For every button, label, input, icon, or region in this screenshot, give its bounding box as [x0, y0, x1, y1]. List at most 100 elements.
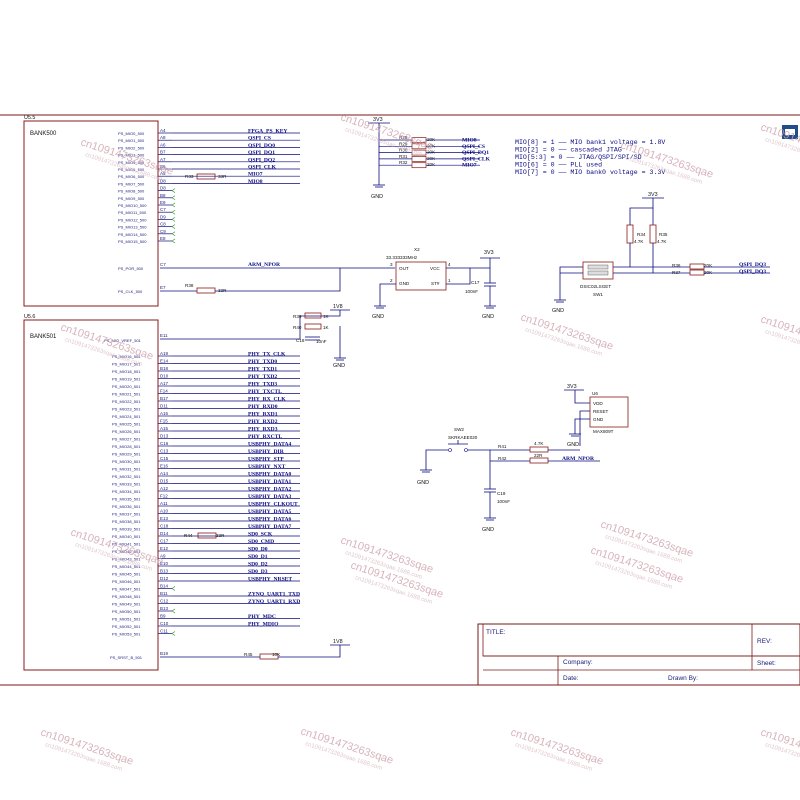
c17-ref: C17 [471, 280, 480, 285]
bank500-pin-name: PS_MIO15_500 [118, 239, 147, 244]
rail-1v8-b: 1V8 [333, 639, 343, 645]
x2-vcc: VCC [430, 266, 440, 271]
bank501-pin-num: A11 [160, 501, 168, 506]
bank500-net-label: MIO7 [248, 172, 263, 178]
boot-resistor-val: 20K [427, 137, 436, 142]
r33-ref: R33 [185, 174, 194, 179]
bank501-pin-num: D14 [160, 531, 169, 536]
bank501-net-label: USBPHY_DATA7 [248, 524, 292, 530]
r40-val: 1K [323, 325, 330, 330]
bank501-pin-num: F12 [160, 494, 168, 499]
bank501-net-label: SD0_D2 [248, 562, 268, 568]
arm-npor-net-label: ARM_NPOR [248, 262, 281, 268]
bank501-net-label: USBPHY_STP [248, 457, 284, 463]
bank501-net-label: SD0_SCK [248, 532, 273, 538]
u5-top-bank: BANK500 [30, 131, 57, 137]
bank501-pin-name: PS_MIO53_501 [112, 632, 141, 637]
bank501-net-labels: PHY_TX_CLKPHY_TXD0PHY_TXD1PHY_TXD2PHY_TX… [171, 352, 300, 636]
srst-pullup: R45 10K 1V8 [160, 639, 350, 660]
bank501-pin-num: B17 [160, 396, 169, 401]
bank500-pin-name: PS_MIO3_500 [118, 153, 145, 158]
bank500-net-label: MIO8 [248, 179, 263, 185]
r34-val: 4.7K [634, 239, 644, 244]
no-connect-mark [171, 209, 176, 215]
title-label: TITLE: [486, 629, 506, 636]
x2-out: OUT [399, 266, 409, 271]
date-label: Date: [563, 675, 579, 682]
bank501-pin-num: C18 [160, 524, 169, 529]
bank501-pin-name: PS_MIO30_501 [112, 459, 141, 464]
x2-pin3: 3 [390, 262, 393, 267]
c19-ref: C19 [497, 491, 506, 496]
bank501-net-label: USBPHY_NRSET [248, 577, 292, 583]
bank500-net-label: QSPI_CS [248, 136, 271, 142]
bank500-net-label: FPGA_PS_KEY [248, 129, 287, 135]
r33-resistor: R33 33R [185, 173, 227, 180]
u5-bank500-body [23, 120, 159, 307]
bank501-pin-num: E12 [160, 546, 169, 551]
bank500-pin-name: PS_MIO6_500 [118, 174, 145, 179]
bank501-pin-num: A10 [160, 509, 169, 514]
bank501-pin-name: PS_MIO52_501 [112, 624, 141, 629]
bank501-net-label: PHY_TXD2 [248, 374, 277, 380]
gnd-boot: GND [371, 194, 383, 200]
gnd-u6: GND [567, 442, 579, 448]
boot-net-label: MIO8 [462, 138, 477, 144]
bank500-net-label: QSPI_DQ0 [248, 143, 275, 149]
c18-val: 10nF [316, 339, 327, 344]
vref-pin-name: PS_MIO_VREF_501 [104, 338, 142, 343]
bank501-pin-name: PS_MIO26_501 [112, 429, 141, 434]
bank500-pin-name: PS_MIO11_500 [118, 210, 147, 215]
bank500-pin-num: C9 [160, 229, 166, 234]
bank500-pin-num: D9 [160, 214, 166, 219]
no-connect-mark [171, 188, 176, 193]
bank501-pin-name: PS_MIO17_501 [112, 362, 141, 367]
sw1-net-a: QSPI_DQ3 [739, 262, 766, 268]
r38-ref: R38 [185, 283, 194, 288]
bank501-pin-name: PS_MIO42_501 [112, 549, 141, 554]
bank500-pin-num: C8 [160, 222, 166, 227]
boot-resistor-ref: R32 [399, 160, 408, 165]
bank501-net-label: SD0_D1 [248, 554, 268, 560]
bank501-net-label: PHY_TXD0 [248, 359, 277, 365]
no-connect-mark [171, 224, 176, 229]
bank501-net-label: SD0_D0 [248, 547, 268, 553]
bank500-pin-name: PS_MIO7_500 [118, 181, 145, 186]
boot-mode-notes: MIO[8] = 1 —— MIO bank1 voltage = 1.8VMI… [515, 139, 665, 176]
bank501-pin-num: D15 [160, 479, 169, 484]
r44-resistor: R44 33R [184, 532, 225, 539]
bank501-pin-name: PS_MIO16_501 [112, 354, 141, 359]
bank501-pin-num: A12 [160, 486, 169, 491]
bank501-pin-num: B13 [160, 606, 169, 611]
reset-net-label: ARM_NPOR [562, 456, 595, 462]
bank501-pin-num: A17 [160, 381, 169, 386]
boot-resistor-val: 20K [427, 143, 436, 148]
bank501-pin-name: PS_MIO40_501 [112, 534, 141, 539]
clk-pin-name: PS_CLK_500 [118, 289, 143, 294]
bank501-pin-num: C11 [160, 629, 168, 634]
sw1-boot-switch: 3V3 R34 4.7K R35 4.7K DSIC02LSGET SW1 GN… [552, 192, 770, 314]
u6-gnd: GND [593, 417, 604, 422]
bank501-pin-num: C10 [160, 621, 169, 626]
bank501-net-label: USBPHY_DATA3 [248, 494, 292, 500]
sw1-ref: SW1 [593, 292, 603, 297]
no-connect-mark [171, 608, 176, 614]
bank500-pin-num: A8 [160, 135, 166, 140]
boot-resistor-ref: R31 [399, 154, 408, 159]
bank501-pin-name: PS_MIO28_501 [112, 444, 141, 449]
x2-pin2: 2 [390, 278, 393, 283]
sw1-net-b: QSPI_DQ3 [739, 269, 766, 275]
x2-ref: X2 [414, 247, 420, 252]
bank500-pin-name: PS_MIO14_500 [118, 232, 147, 237]
boot-resistor-val: 20K [427, 162, 436, 167]
bank500-net-label: QSPI_CLK [248, 165, 277, 171]
bank501-pin-num: E13 [160, 516, 169, 521]
bank501-pin-name: PS_MIO44_501 [112, 564, 141, 569]
boot-note: MIO[2] = 0 —— cascaded JTAG [515, 147, 622, 154]
sw1-body [582, 261, 614, 280]
no-connect-mark [171, 195, 176, 201]
r35-val: 4.7K [657, 239, 667, 244]
rail-3v3-c: 3V3 [648, 192, 658, 198]
c18-ref: C18 [296, 338, 305, 343]
